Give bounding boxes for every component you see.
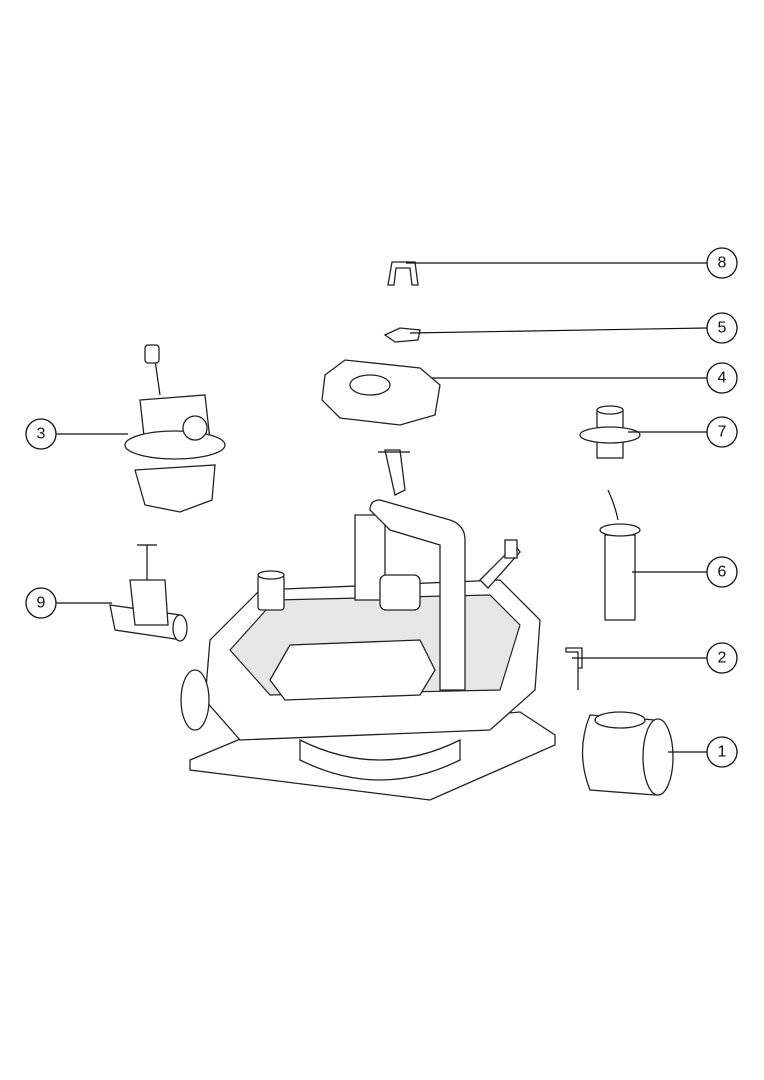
part-5-clip — [383, 327, 421, 343]
part-2-bracket — [565, 647, 583, 690]
callout-9: 9 — [25, 587, 57, 619]
callout-8: 8 — [706, 247, 738, 279]
callout-label: 6 — [718, 564, 727, 581]
callout-label: 5 — [718, 320, 727, 337]
callout-label: 8 — [718, 255, 727, 272]
part-3-pump-unit — [124, 344, 226, 513]
tank-assembly — [180, 499, 556, 801]
part-9-check-valve — [109, 544, 188, 642]
callout-label: 7 — [718, 424, 727, 441]
leader-lines — [56, 262, 708, 753]
callout-2: 2 — [706, 642, 738, 674]
callout-label: 1 — [718, 744, 727, 761]
part-7-flange — [579, 405, 641, 459]
callout-6: 6 — [706, 556, 738, 588]
callout-1: 1 — [706, 736, 738, 768]
part-1-pipe-sleeve — [581, 711, 674, 796]
callout-7: 7 — [706, 416, 738, 448]
part-8-clamp — [387, 261, 419, 286]
callout-3: 3 — [25, 418, 57, 450]
callout-label: 4 — [718, 370, 727, 387]
callout-label: 3 — [37, 426, 46, 443]
callout-label: 9 — [37, 595, 46, 612]
callout-label: 2 — [718, 650, 727, 667]
callout-4: 4 — [706, 362, 738, 394]
callout-5: 5 — [706, 312, 738, 344]
part-6-filter — [599, 489, 641, 621]
part-4-valve-body — [321, 359, 441, 496]
